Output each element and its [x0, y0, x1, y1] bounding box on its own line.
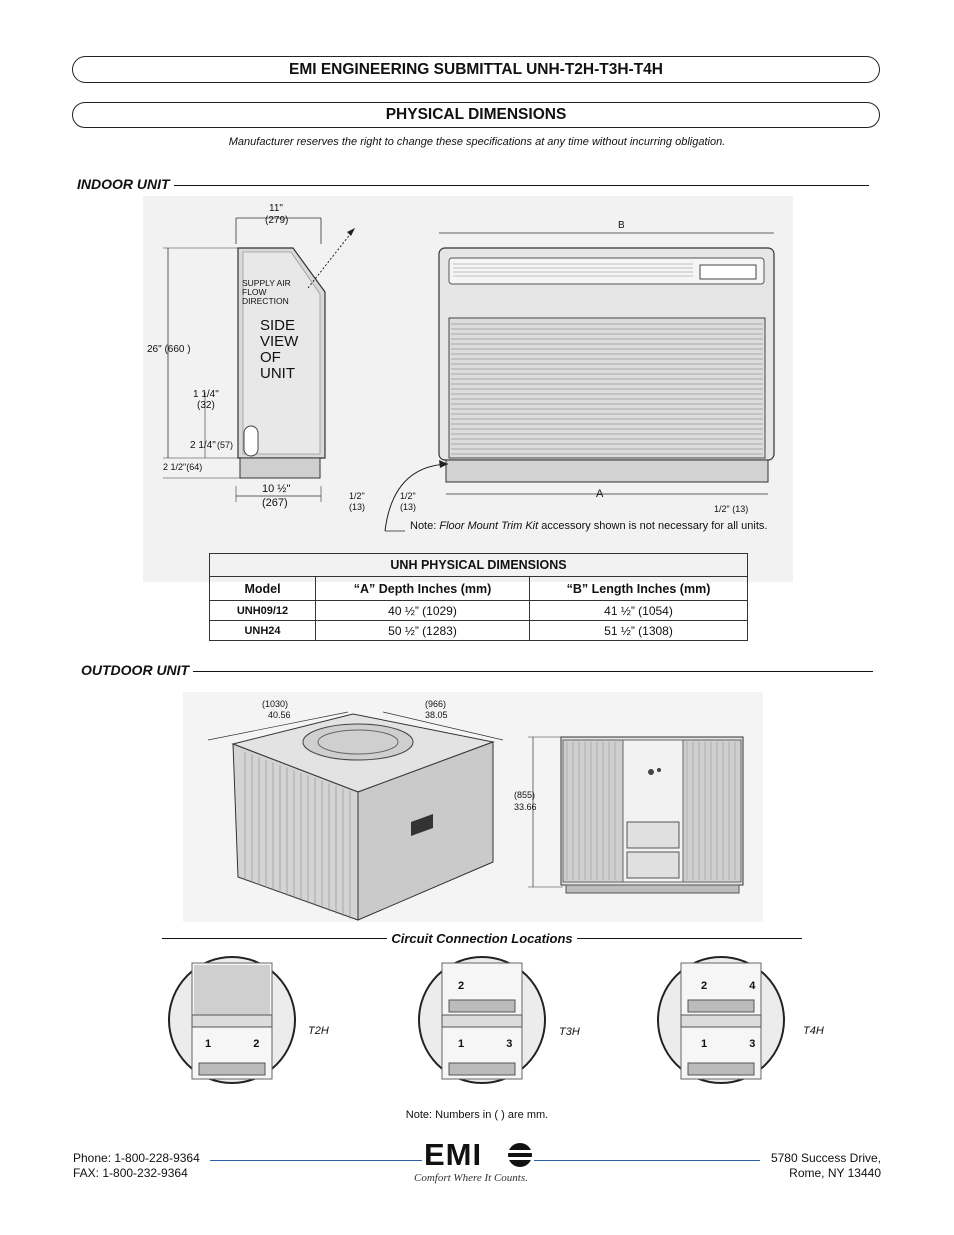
outdoor-height-in: 33.66 — [514, 802, 537, 812]
outdoor-depth-in: 38.05 — [425, 710, 448, 720]
table-cell: 50 ½” (1283) — [315, 620, 530, 641]
front-half-left: 1/2" — [400, 491, 416, 501]
mm-note: Note: Numbers in ( ) are mm. — [405, 1109, 549, 1121]
circuit-t4h-drawing — [657, 956, 785, 1084]
footer-rule-right — [534, 1160, 760, 1161]
airflow-label-2: FLOW — [242, 287, 267, 297]
dimension-b-label: B — [618, 220, 625, 231]
t2h-bottom-numbers: 1 2 — [205, 1038, 260, 1050]
t3h-bottom-numbers: 1 3 — [458, 1038, 513, 1050]
section-title: PHYSICAL DIMENSIONS — [72, 102, 880, 128]
side-depth-label: 10 ½" — [262, 483, 291, 495]
circuit-t2h-detail — [167, 955, 297, 1085]
side-width-mm: (279) — [265, 215, 289, 226]
circuit-t2h-drawing — [168, 956, 296, 1084]
dim-2-1-4-mm: (57) — [217, 440, 234, 450]
side-half-mm: (13) — [349, 502, 366, 512]
dimension-a-label: A — [596, 488, 604, 500]
footer-phone: Phone: 1-800-228-9364 — [73, 1151, 200, 1165]
table-header-length: “B” Length Inches (mm) — [529, 576, 748, 601]
outdoor-depth-mm: (966) — [425, 699, 447, 709]
table-cell: 41 ½” (1054) — [529, 600, 748, 621]
t3h-top-numbers: 2 — [458, 980, 465, 992]
circuit-t3h-drawing — [418, 956, 546, 1084]
table-cell: 51 ½” (1308) — [529, 620, 748, 641]
circuit-t4h-detail — [656, 955, 786, 1085]
logo-globe-icon — [507, 1143, 533, 1167]
circuit-heading: Circuit Connection Locations — [162, 931, 803, 946]
airflow-label-1: SUPPLY AIR — [242, 278, 291, 288]
table-caption: UNH PHYSICAL DIMENSIONS — [209, 553, 748, 577]
t4h-label: T4H — [803, 1025, 824, 1037]
table-cell: 40 ½” (1029) — [315, 600, 530, 621]
table-header-model: Model — [209, 576, 316, 601]
footer-fax: FAX: 1-800-232-9364 — [73, 1166, 188, 1180]
airflow-label-3: DIRECTION — [242, 296, 289, 306]
t4h-top-numbers: 2 4 — [701, 980, 756, 992]
side-view-label-4: UNIT — [260, 365, 295, 382]
outdoor-unit-drawing — [207, 711, 744, 921]
table-cell: UNH24 — [209, 620, 316, 641]
table-row: UNH24 50 ½” (1283) 51 ½” (1308) — [209, 620, 748, 641]
dim-2-1-4: 2 1/4" — [190, 440, 216, 451]
outdoor-width-mm: (1030) — [262, 699, 289, 709]
outdoor-height-mm: (855) — [514, 790, 536, 800]
side-view-label-3: OF — [260, 349, 281, 366]
side-half-label: 1/2" — [349, 491, 365, 501]
logo-tagline: Comfort Where It Counts. — [414, 1172, 528, 1184]
side-width-label: 11" — [269, 203, 283, 214]
document-title: EMI ENGINEERING SUBMITTAL UNH-T2H-T3H-T4… — [72, 56, 880, 83]
disclaimer: Manufacturer reserves the right to chang… — [228, 136, 726, 148]
dim-1-1-4: 1 1/4" — [193, 389, 219, 400]
t4h-bottom-numbers: 1 3 — [701, 1038, 756, 1050]
floor-mount-note: Note: Floor Mount Trim Kit accessory sho… — [410, 520, 768, 532]
circuit-t3h-detail — [417, 955, 547, 1085]
front-half-left-mm: (13) — [400, 502, 417, 512]
dim-2-1-2: 2 1/2"(64) — [163, 462, 203, 472]
table-header-depth: “A” Depth Inches (mm) — [315, 576, 530, 601]
footer-address-1: 5780 Success Drive, — [770, 1151, 881, 1165]
logo-text: EMI — [424, 1137, 483, 1172]
side-view-label-1: SIDE — [260, 317, 296, 334]
outdoor-width-in: 40.56 — [268, 710, 291, 720]
t3h-label: T3H — [559, 1026, 580, 1038]
outdoor-unit-heading: OUTDOOR UNIT — [81, 662, 873, 678]
indoor-unit-heading: INDOOR UNIT — [77, 176, 869, 192]
footer-rule-left — [210, 1160, 422, 1161]
table-row: UNH09/12 40 ½” (1029) 41 ½” (1054) — [209, 600, 748, 621]
side-depth-mm: (267) — [262, 497, 288, 509]
footer-address-2: Rome, NY 13440 — [789, 1166, 881, 1180]
emi-logo: EMI — [424, 1139, 534, 1171]
table-cell: UNH09/12 — [209, 600, 316, 621]
indoor-side-view-drawing — [163, 217, 775, 532]
t2h-label: T2H — [308, 1025, 329, 1037]
side-view-label-2: VIEW — [260, 333, 299, 350]
front-half-right: 1/2" (13) — [714, 504, 749, 514]
unh-dimensions-table: UNH PHYSICAL DIMENSIONS Model “A” Depth … — [209, 553, 748, 641]
side-height-label: 26" (660 ) — [147, 344, 191, 355]
dim-1-1-4-mm: (32) — [197, 400, 215, 411]
